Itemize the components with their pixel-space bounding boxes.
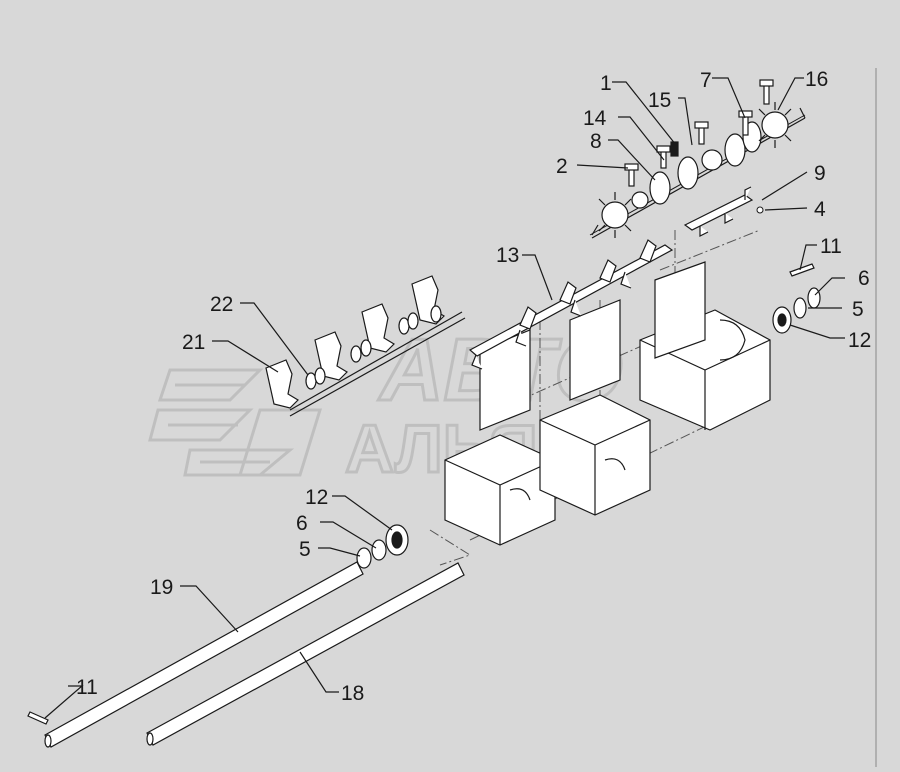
callout-18: 18 bbox=[341, 682, 364, 705]
callout-15: 15 bbox=[648, 89, 671, 112]
callout-12-left: 12 bbox=[305, 486, 328, 509]
part-4-ball bbox=[756, 206, 764, 214]
ring-5-left bbox=[356, 547, 372, 569]
callout-6-right: 6 bbox=[858, 267, 870, 290]
leader-lines bbox=[44, 77, 845, 719]
callout-21: 21 bbox=[182, 331, 205, 354]
disc-part-14 bbox=[677, 156, 699, 190]
cutter-arm-assembly bbox=[265, 275, 466, 417]
callout-6-left: 6 bbox=[296, 512, 308, 535]
callout-19: 19 bbox=[150, 576, 173, 599]
callout-22: 22 bbox=[210, 293, 233, 316]
disc-part-8 bbox=[649, 171, 671, 205]
pin-11-right bbox=[789, 263, 815, 277]
callout-11-left: 11 bbox=[76, 676, 98, 699]
pin-11-left bbox=[27, 711, 49, 725]
callout-12-right: 12 bbox=[848, 329, 871, 352]
callout-5-left: 5 bbox=[299, 538, 311, 561]
callout-5-right: 5 bbox=[852, 298, 864, 321]
callout-9: 9 bbox=[814, 162, 826, 185]
callout-labels: 1 14 15 7 16 8 2 9 4 13 11 6 5 12 22 21 … bbox=[76, 68, 871, 705]
callout-1: 1 bbox=[600, 72, 612, 95]
sprocket-right-16 bbox=[761, 111, 789, 139]
callout-7: 7 bbox=[700, 69, 712, 92]
right-bearing-set bbox=[772, 263, 821, 334]
callout-4: 4 bbox=[814, 198, 826, 221]
cutter-arm-2 bbox=[314, 331, 348, 381]
callout-8: 8 bbox=[590, 130, 602, 153]
callout-13: 13 bbox=[496, 244, 519, 267]
callout-11-right: 11 bbox=[820, 235, 842, 258]
housing-plate-3 bbox=[654, 261, 706, 359]
upper-shaft-assembly bbox=[589, 79, 806, 239]
cutter-arm-3 bbox=[361, 303, 395, 353]
callout-16: 16 bbox=[805, 68, 828, 91]
housing-plate-2 bbox=[569, 299, 621, 401]
knotter-housings bbox=[444, 261, 771, 546]
watermark-logo bbox=[148, 368, 323, 477]
part-18-shaft bbox=[146, 562, 465, 746]
ring-5-right bbox=[793, 297, 807, 319]
part-1-pin bbox=[670, 141, 679, 157]
sprocket-left bbox=[601, 201, 629, 229]
cutter-arm-1 bbox=[265, 359, 299, 409]
part-19-shaft bbox=[44, 561, 364, 748]
part-9-bracket bbox=[683, 186, 754, 237]
callout-14: 14 bbox=[583, 107, 607, 130]
ring-6-left bbox=[371, 539, 387, 561]
disc-part-15 bbox=[724, 133, 746, 167]
part-13-clip-rail bbox=[468, 239, 674, 370]
lower-bearing-set bbox=[356, 524, 409, 569]
callout-2: 2 bbox=[556, 155, 568, 178]
